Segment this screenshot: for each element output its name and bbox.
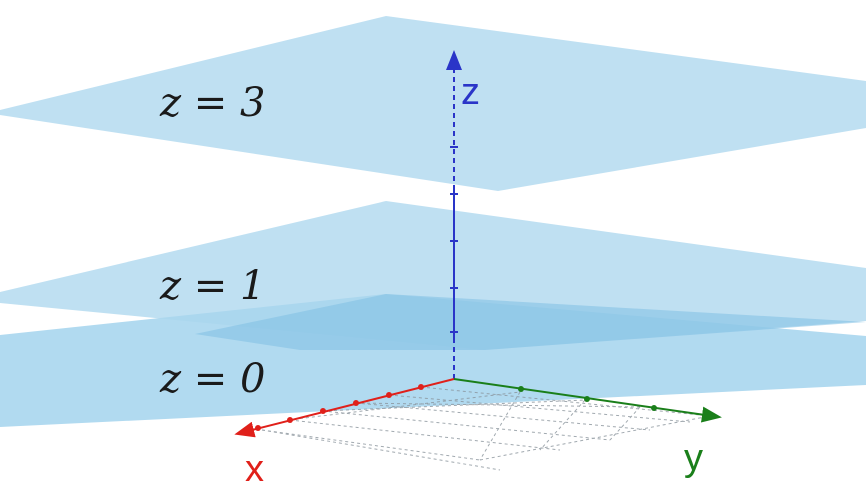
plane-z3 [0,16,866,191]
y-tick [651,405,657,411]
x-tick [287,417,293,423]
x-axis-label: x [245,448,264,490]
x-tick [353,400,359,406]
plane-label-z1: z = 1 [159,263,265,309]
x-tick [255,425,261,431]
x-tick [418,384,424,390]
x-axis [234,378,455,438]
floor-grid [261,386,711,471]
plane-label-z3: z = 3 [159,80,265,126]
x-tick [386,392,392,398]
plane-overlap-region [195,294,866,350]
plane-label-z0: z = 0 [159,356,265,402]
x-tick [320,408,326,414]
y-axis-label: y [684,437,703,479]
z-axis [446,50,462,379]
z-axis-label: z [461,71,480,113]
y-tick [584,396,590,402]
y-axis [453,378,722,423]
y-tick [518,386,524,392]
